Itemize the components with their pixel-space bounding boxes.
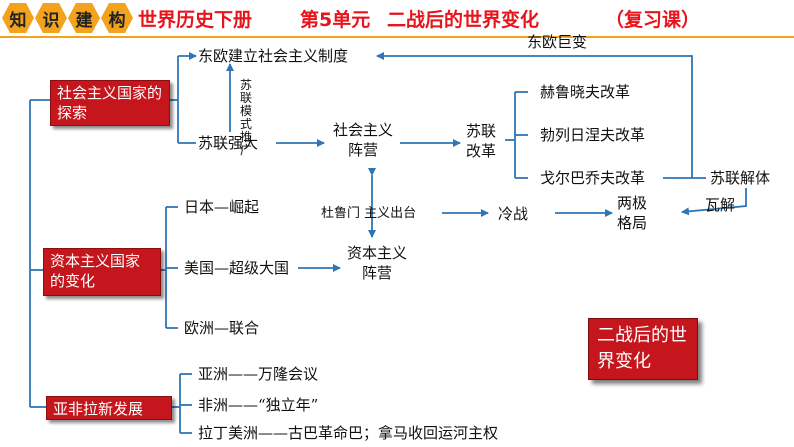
capitalist-camp: 资本主义阵营 [346, 244, 407, 282]
summary-box: 二战后的世界变化 [588, 318, 698, 380]
truman-doctrine: 杜鲁门 主义出台 [321, 206, 417, 221]
badge-char: 构 [101, 3, 133, 33]
europe-union: 欧洲—联合 [184, 319, 260, 337]
category-socialist: 社会主义国家的探索 [50, 80, 170, 126]
collapse-label: 瓦解 [705, 196, 736, 214]
eastern-europe-upheaval: 东欧巨变 [527, 33, 588, 51]
socialist-camp: 社会主义阵营 [332, 121, 393, 159]
header-badge: 知 识 建 构 [2, 3, 133, 33]
usa-superpower: 美国—超级大国 [184, 259, 290, 277]
japan-rise: 日本—崛起 [184, 198, 260, 216]
soviet-dissolution: 苏联解体 [710, 169, 771, 187]
course-title: 世界历史下册 [138, 9, 253, 31]
reform-khrushchev: 赫鲁晓夫改革 [540, 83, 631, 101]
badge-char: 知 [2, 3, 34, 33]
category-capitalist: 资本主义国家的变化 [43, 248, 161, 296]
eastern-europe-socialism: 东欧建立社会主义制度 [198, 47, 349, 65]
reform-brezhnev: 勃列日涅夫改革 [540, 126, 646, 144]
africa-independence-year: 非洲——“独立年” [198, 396, 319, 414]
unit-title: 二战后的世界变化 [387, 9, 540, 31]
latin-america-cuba-panama: 拉丁美洲——古巴革命巴；拿马收回运河主权 [198, 424, 499, 442]
soviet-reform: 苏联改革 [466, 122, 497, 160]
category-afro-asian: 亚非拉新发展 [46, 396, 172, 420]
cold-war: 冷战 [498, 205, 529, 223]
soviet-model-promotion: 苏联模式推广 [240, 78, 253, 157]
unit-number: 第5单元 [300, 9, 371, 31]
reform-gorbachev: 戈尔巴乔夫改革 [540, 169, 646, 187]
asia-bandung: 亚洲——万隆会议 [198, 365, 319, 383]
bipolar-pattern: 两极格局 [617, 194, 648, 232]
lesson-type: （复习课） [605, 9, 701, 31]
soviet-strong: 苏联强大 [198, 134, 259, 152]
header-divider [0, 36, 794, 38]
badge-char: 建 [68, 3, 100, 33]
